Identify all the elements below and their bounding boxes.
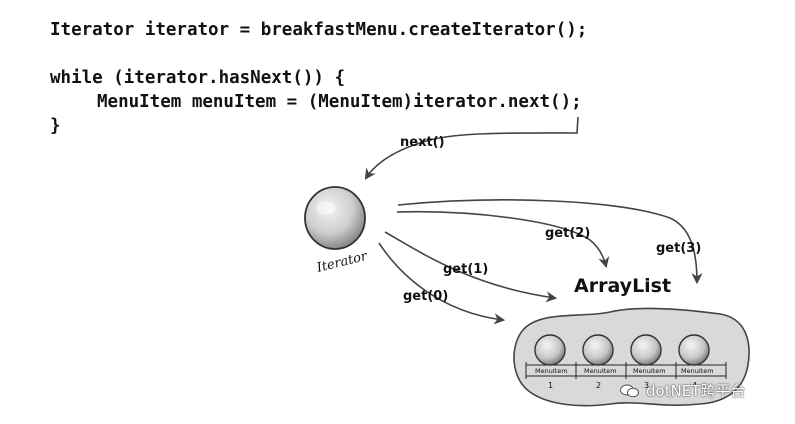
menuitem-label-2: MenuItem xyxy=(584,367,617,375)
get3-label: get(3) xyxy=(656,241,701,256)
arraylist-slots xyxy=(525,362,727,379)
code-snippet: Iterator iterator = breakfastMenu.create… xyxy=(50,18,587,138)
get0-label: get(0) xyxy=(403,289,448,304)
menuitem-ball-2 xyxy=(582,334,614,366)
index-label-3: 3 xyxy=(644,381,649,390)
get3-arrow xyxy=(397,199,703,285)
arraylist-container xyxy=(513,307,750,407)
next-label: next() xyxy=(400,135,445,150)
menuitem-label-1: MenuItem xyxy=(535,367,568,375)
watermark: dotNET跨平台 xyxy=(620,380,745,401)
wechat-icon xyxy=(620,384,639,397)
menuitem-label-3: MenuItem xyxy=(633,367,666,375)
get1-arrow xyxy=(384,231,558,303)
get2-arrow xyxy=(396,210,610,269)
watermark-text: dotNET跨平台 xyxy=(646,382,746,400)
code-line-1: Iterator iterator = breakfastMenu.create… xyxy=(50,20,588,40)
menuitem-ball-4 xyxy=(678,334,710,366)
index-label-4: 4 xyxy=(692,381,697,390)
arraylist-title: ArrayList xyxy=(574,275,671,297)
index-label-1: 1 xyxy=(548,381,553,390)
get1-label: get(1) xyxy=(443,262,488,277)
get0-arrow xyxy=(378,242,506,325)
menuitem-ball-1 xyxy=(534,334,566,366)
code-line-2: while (iterator.hasNext()) { xyxy=(50,68,346,88)
get2-label: get(2) xyxy=(545,226,590,241)
next-arrow xyxy=(364,116,579,180)
code-line-3: MenuItem menuItem = (MenuItem)iterator.n… xyxy=(97,92,582,112)
code-line-4: } xyxy=(50,116,61,136)
iterator-ball xyxy=(304,186,366,250)
menuitem-label-4: MenuItem xyxy=(681,367,714,375)
iterator-label: Iterator xyxy=(314,249,369,276)
menuitem-ball-3 xyxy=(630,334,662,366)
index-label-2: 2 xyxy=(596,381,601,390)
